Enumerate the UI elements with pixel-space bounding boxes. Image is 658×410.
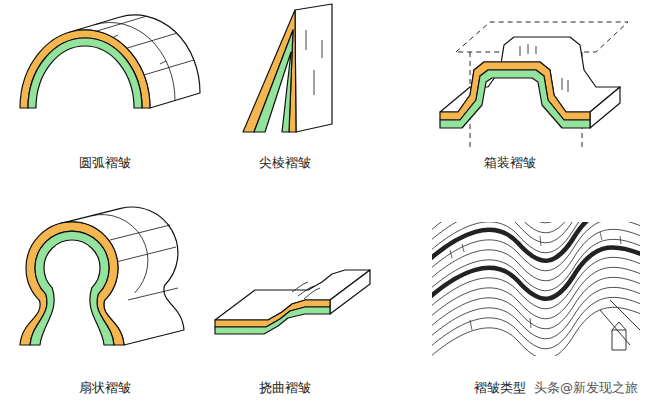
fold-caption: 挠曲褶皱	[259, 380, 311, 396]
flexure-fold	[215, 270, 370, 334]
watermark: 头条@新发现之旅	[534, 380, 638, 396]
box-fold	[440, 22, 628, 148]
fold-caption: 箱装褶皱	[484, 155, 536, 171]
arc-fold	[20, 15, 200, 108]
fold-caption: 扇状褶皱	[79, 380, 131, 396]
fold-sketch	[432, 222, 640, 356]
fold-caption: 尖棱褶皱	[259, 155, 311, 171]
chevron-fold	[243, 4, 332, 132]
fold-caption: 圆弧褶皱	[79, 155, 131, 171]
fold-caption: 褶皱类型	[474, 380, 526, 396]
fan-fold	[20, 207, 184, 345]
